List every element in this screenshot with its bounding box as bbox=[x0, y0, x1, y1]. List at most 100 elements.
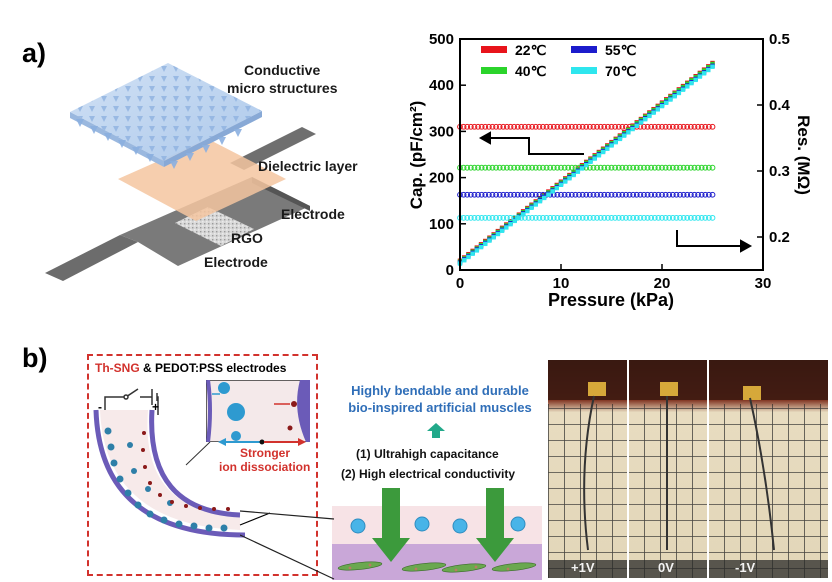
legend-swatch-40 bbox=[481, 67, 507, 74]
res-point-3 bbox=[630, 214, 637, 221]
x-tick-label: 20 bbox=[654, 275, 671, 292]
res-point-2 bbox=[493, 191, 499, 198]
res-point-3 bbox=[532, 214, 539, 221]
res-point-1 bbox=[558, 164, 564, 171]
res-point-1 bbox=[641, 164, 647, 171]
res-point-2 bbox=[604, 191, 611, 198]
up-arrow-icon bbox=[427, 423, 445, 438]
res-point-3 bbox=[626, 214, 633, 221]
res-point-2 bbox=[489, 191, 496, 198]
res-point-0 bbox=[662, 123, 669, 130]
res-point-2 bbox=[576, 191, 582, 198]
res-point-3 bbox=[637, 214, 644, 221]
res-point-0 bbox=[673, 123, 680, 130]
res-point-0 bbox=[565, 123, 572, 130]
res-point-3 bbox=[511, 214, 518, 221]
res-point-1 bbox=[608, 164, 615, 171]
res-point-2 bbox=[572, 191, 579, 198]
res-point-1 bbox=[615, 164, 622, 171]
res-point-1 bbox=[543, 164, 550, 171]
res-point-0 bbox=[558, 123, 564, 130]
res-point-2 bbox=[705, 191, 712, 198]
res-point-3 bbox=[702, 214, 709, 221]
cap-point-3 bbox=[571, 172, 576, 178]
res-point-1 bbox=[623, 164, 629, 171]
res-point-1 bbox=[655, 164, 662, 171]
res-point-3 bbox=[633, 214, 640, 221]
res-point-1 bbox=[659, 164, 665, 171]
cap-point-3 bbox=[693, 77, 698, 83]
y2-tick-label: 0.3 bbox=[769, 163, 790, 180]
legend: 22℃ 55℃ 40℃ 70℃ bbox=[481, 42, 637, 79]
res-point-2 bbox=[532, 191, 539, 198]
res-point-3 bbox=[478, 214, 485, 221]
label-dielectric-layer: Dielectric layer bbox=[258, 158, 358, 174]
res-point-1 bbox=[565, 164, 572, 171]
res-point-1 bbox=[601, 164, 608, 171]
cap-point-3 bbox=[647, 113, 652, 119]
res-point-3 bbox=[586, 214, 593, 221]
res-point-3 bbox=[579, 214, 586, 221]
device-schematic bbox=[45, 63, 316, 281]
res-point-0 bbox=[518, 123, 525, 130]
cap-point-3 bbox=[554, 185, 559, 191]
legend-swatch-55 bbox=[571, 46, 597, 53]
res-point-0 bbox=[568, 123, 575, 130]
y2-tick-label: 0.2 bbox=[769, 229, 790, 246]
res-point-1 bbox=[662, 164, 669, 171]
res-point-2 bbox=[630, 191, 637, 198]
res-point-1 bbox=[673, 164, 680, 171]
res-point-2 bbox=[662, 191, 669, 198]
res-point-1 bbox=[493, 164, 499, 171]
conductivity-text: (2) High electrical conductivity bbox=[341, 467, 516, 481]
res-point-1 bbox=[536, 164, 543, 171]
res-point-3 bbox=[543, 214, 550, 221]
res-point-3 bbox=[576, 214, 582, 221]
ultrahigh-capacitance-text: (1) Ultrahigh capacitance bbox=[356, 447, 499, 461]
res-point-1 bbox=[561, 164, 568, 171]
res-point-3 bbox=[496, 214, 503, 221]
res-point-0 bbox=[644, 123, 651, 130]
green-down-arrows bbox=[372, 488, 514, 562]
res-point-1 bbox=[529, 164, 536, 171]
res-point-0 bbox=[677, 123, 683, 130]
res-point-3 bbox=[673, 214, 680, 221]
res-point-2 bbox=[558, 191, 564, 198]
right-axis-arrow bbox=[676, 230, 753, 253]
res-point-3 bbox=[529, 214, 536, 221]
res-point-3 bbox=[485, 214, 492, 221]
res-point-3 bbox=[565, 214, 572, 221]
res-point-1 bbox=[666, 164, 673, 171]
res-point-3 bbox=[655, 214, 662, 221]
res-point-2 bbox=[680, 191, 687, 198]
res-point-1 bbox=[485, 164, 492, 171]
res-point-2 bbox=[496, 191, 503, 198]
dielectric-layer bbox=[118, 139, 286, 221]
res-point-2 bbox=[561, 191, 568, 198]
y2-axis-title: Res. (MΩ) bbox=[794, 115, 813, 195]
res-point-0 bbox=[471, 123, 478, 130]
cap-point-3 bbox=[537, 199, 543, 204]
res-point-2 bbox=[612, 191, 619, 198]
res-point-0 bbox=[619, 123, 626, 130]
res-point-3 bbox=[684, 214, 691, 221]
res-point-0 bbox=[583, 123, 590, 130]
inset-title: Th-SNG & PEDOT:PSS electrodes bbox=[95, 361, 286, 375]
ion-dissociation-zoom bbox=[206, 380, 310, 442]
res-point-3 bbox=[651, 214, 658, 221]
conductive-microstructure-layer bbox=[70, 63, 262, 169]
res-point-3 bbox=[695, 214, 701, 221]
res-point-1 bbox=[532, 164, 539, 171]
y-axis-title: Cap. (pF/cm²) bbox=[407, 101, 426, 210]
dissociation-arrows bbox=[218, 438, 306, 446]
cap-point-3 bbox=[701, 71, 707, 76]
y-tick-label: 500 bbox=[429, 31, 454, 48]
res-point-1 bbox=[594, 164, 600, 171]
cap-point-3 bbox=[609, 143, 614, 148]
res-point-2 bbox=[467, 191, 474, 198]
legend-label-40: 40℃ bbox=[515, 63, 547, 79]
cap-point-3 bbox=[558, 182, 564, 188]
res-point-0 bbox=[511, 123, 518, 130]
res-point-3 bbox=[698, 214, 705, 221]
res-point-0 bbox=[666, 123, 673, 130]
